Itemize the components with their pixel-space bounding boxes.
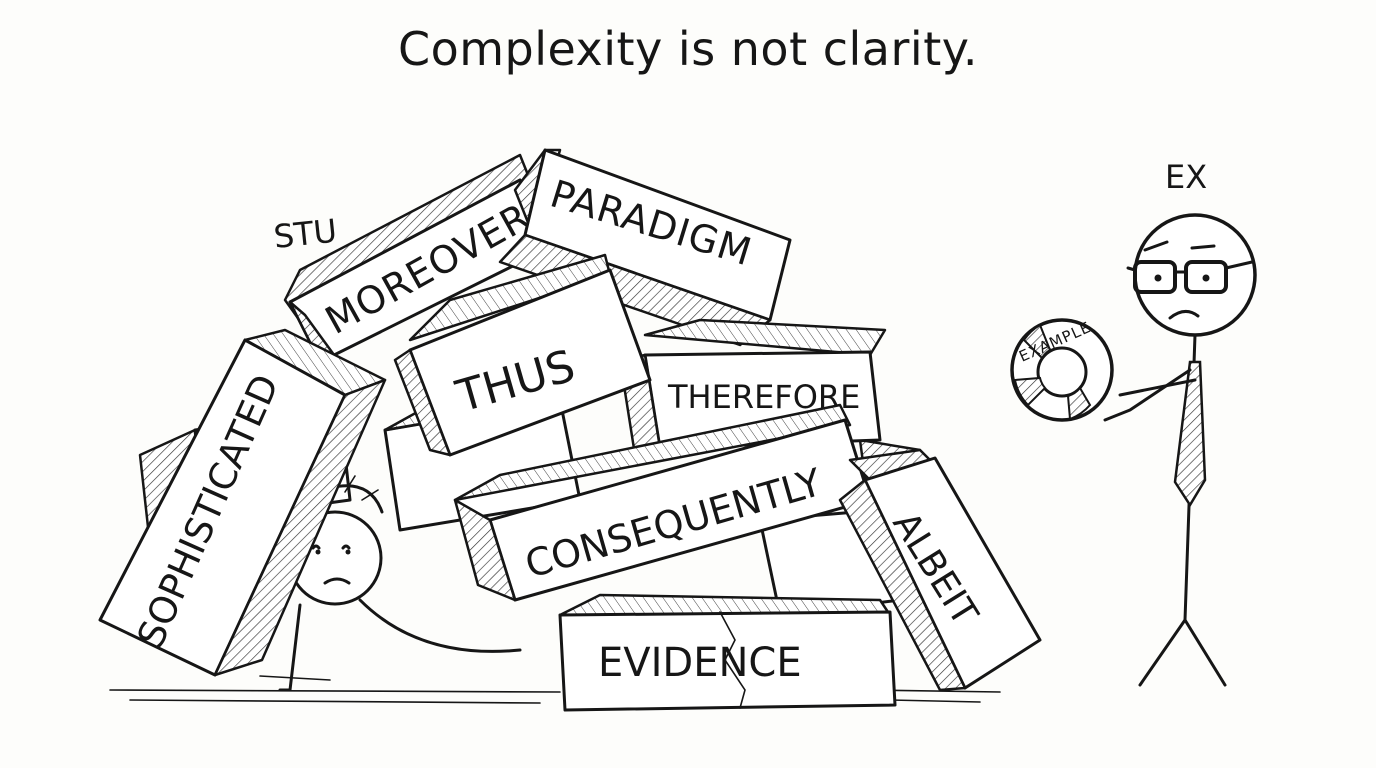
- student-label: STU: [272, 212, 339, 256]
- block-albeit: ALBEIT: [838, 448, 1042, 692]
- block-evidence: EVIDENCE: [558, 593, 897, 712]
- expert-label: EX: [1165, 158, 1207, 196]
- expert-figure: EX: [1103, 158, 1257, 687]
- cartoon-caption: Complexity is not clarity.: [397, 22, 979, 76]
- lifebuoy-icon: EXAMPLE: [1010, 318, 1114, 422]
- block-label-evidence: EVIDENCE: [598, 640, 802, 686]
- block-paradigm: PARADIGM: [498, 148, 792, 347]
- block-sophisticated: SOPHISTICATED: [98, 328, 387, 677]
- glasses-icon: [1133, 260, 1177, 294]
- necktie: [1173, 360, 1207, 508]
- block-thus: THUS: [393, 253, 652, 457]
